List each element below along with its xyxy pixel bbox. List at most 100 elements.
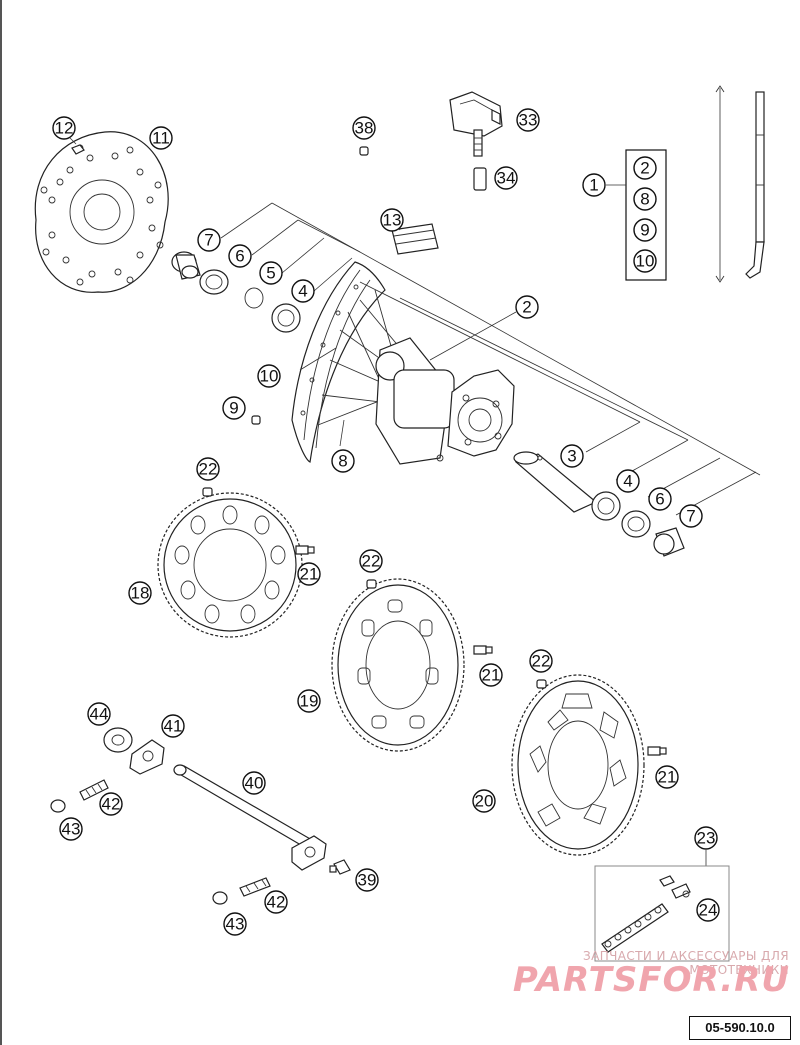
svg-text:33: 33	[519, 111, 538, 130]
svg-text:1: 1	[589, 176, 598, 195]
callout-22-a: 22	[196, 457, 220, 481]
svg-text:42: 42	[102, 795, 121, 814]
callout-21-b: 21	[479, 663, 503, 687]
right-spacer[interactable]	[653, 527, 685, 557]
svg-text:39: 39	[358, 871, 377, 890]
adjust-screw-42a[interactable]	[79, 779, 109, 801]
callout-11: 11	[149, 126, 173, 150]
spoke-nipple-9[interactable]	[251, 415, 261, 425]
svg-text:4: 4	[298, 282, 307, 301]
axle-nut-44[interactable]	[103, 727, 133, 753]
callout-1: 1	[582, 173, 606, 197]
svg-text:21: 21	[482, 666, 501, 685]
svg-text:10: 10	[260, 367, 279, 386]
spoke-group-bracket	[606, 149, 667, 281]
callout-13: 13	[380, 208, 404, 232]
callout-9: 9	[222, 396, 246, 420]
svg-text:40: 40	[245, 774, 264, 793]
svg-text:8: 8	[338, 452, 347, 471]
svg-text:12: 12	[55, 119, 74, 138]
svg-text:2: 2	[640, 159, 649, 178]
watermark-logo: PARTSFOR.RU	[512, 960, 790, 1000]
left-bearing[interactable]	[271, 303, 301, 333]
callout-21-c: 21	[655, 765, 679, 789]
leader-2	[429, 311, 517, 361]
left-seal[interactable]	[199, 269, 229, 295]
callout-right-3: 3	[560, 444, 584, 468]
chain-adjuster-41[interactable]	[129, 739, 165, 775]
rim[interactable]	[291, 261, 386, 463]
wheel-spindle[interactable]	[173, 764, 327, 871]
sprocket-18[interactable]	[157, 492, 303, 638]
brake-disc[interactable]	[34, 131, 169, 293]
rim-lock-nut[interactable]	[473, 167, 487, 191]
svg-text:10: 10	[636, 252, 655, 271]
screw-39[interactable]	[329, 859, 351, 875]
svg-text:13: 13	[383, 211, 402, 230]
callout-12: 12	[52, 116, 76, 140]
rim-tape[interactable]	[391, 221, 439, 255]
hub[interactable]	[375, 337, 515, 465]
svg-text:22: 22	[199, 460, 218, 479]
left-spacer[interactable]	[171, 251, 201, 280]
svg-text:7: 7	[204, 231, 213, 250]
svg-text:9: 9	[640, 221, 649, 240]
svg-text:42: 42	[267, 893, 286, 912]
svg-text:4: 4	[623, 472, 632, 491]
callout-22-c: 22	[529, 649, 553, 673]
nut-43a[interactable]	[50, 799, 66, 813]
callout-22-b: 22	[359, 549, 383, 573]
callout-19: 19	[297, 689, 321, 713]
sprocket-19[interactable]	[331, 578, 465, 752]
bolt-21b[interactable]	[473, 645, 493, 655]
callout-group-2: 2	[633, 156, 657, 180]
nut-43b[interactable]	[212, 891, 228, 905]
nipple-38[interactable]	[359, 146, 369, 156]
right-seal[interactable]	[621, 510, 651, 538]
svg-text:19: 19	[300, 692, 319, 711]
callout-right-4: 4	[616, 469, 640, 493]
callout-left-6: 6	[228, 244, 252, 268]
svg-text:11: 11	[152, 129, 170, 148]
callout-10: 10	[257, 364, 281, 388]
nut-22c[interactable]	[536, 679, 547, 689]
rim-lock[interactable]	[449, 91, 503, 157]
callout-33: 33	[516, 108, 540, 132]
svg-text:6: 6	[235, 247, 244, 266]
callout-24: 24	[696, 898, 720, 922]
svg-text:9: 9	[229, 399, 238, 418]
nut-22a[interactable]	[202, 487, 213, 497]
chain-master-link[interactable]	[659, 875, 691, 899]
callout-right-7: 7	[679, 504, 703, 528]
callout-43-a: 43	[59, 817, 83, 841]
callout-43-b: 43	[223, 912, 247, 936]
sprocket-20[interactable]	[511, 674, 645, 856]
drawing-code-label: 05-590.10.0	[689, 1016, 791, 1040]
svg-text:6: 6	[655, 490, 664, 509]
svg-text:3: 3	[567, 447, 576, 466]
callout-39: 39	[355, 868, 379, 892]
leader-10	[299, 347, 337, 371]
distance-tube[interactable]	[513, 451, 598, 513]
chain-group-box	[594, 850, 730, 962]
bolt-21a[interactable]	[295, 545, 315, 555]
callout-42-a: 42	[99, 792, 123, 816]
svg-text:2: 2	[522, 298, 531, 317]
callout-2: 2	[515, 295, 539, 319]
svg-text:8: 8	[640, 190, 649, 209]
svg-text:23: 23	[697, 829, 716, 848]
nut-22b[interactable]	[366, 579, 377, 589]
disc-screw[interactable]	[67, 135, 85, 155]
right-bearing[interactable]	[591, 491, 621, 521]
svg-text:43: 43	[226, 915, 245, 934]
adjust-screw-42b[interactable]	[239, 877, 271, 897]
spoke[interactable]	[715, 85, 765, 283]
svg-text:22: 22	[532, 652, 551, 671]
chain[interactable]	[601, 903, 669, 953]
left-border	[0, 0, 2, 1045]
svg-text:21: 21	[658, 768, 677, 787]
bolt-21c[interactable]	[647, 746, 667, 756]
left-circlip[interactable]	[244, 287, 264, 309]
